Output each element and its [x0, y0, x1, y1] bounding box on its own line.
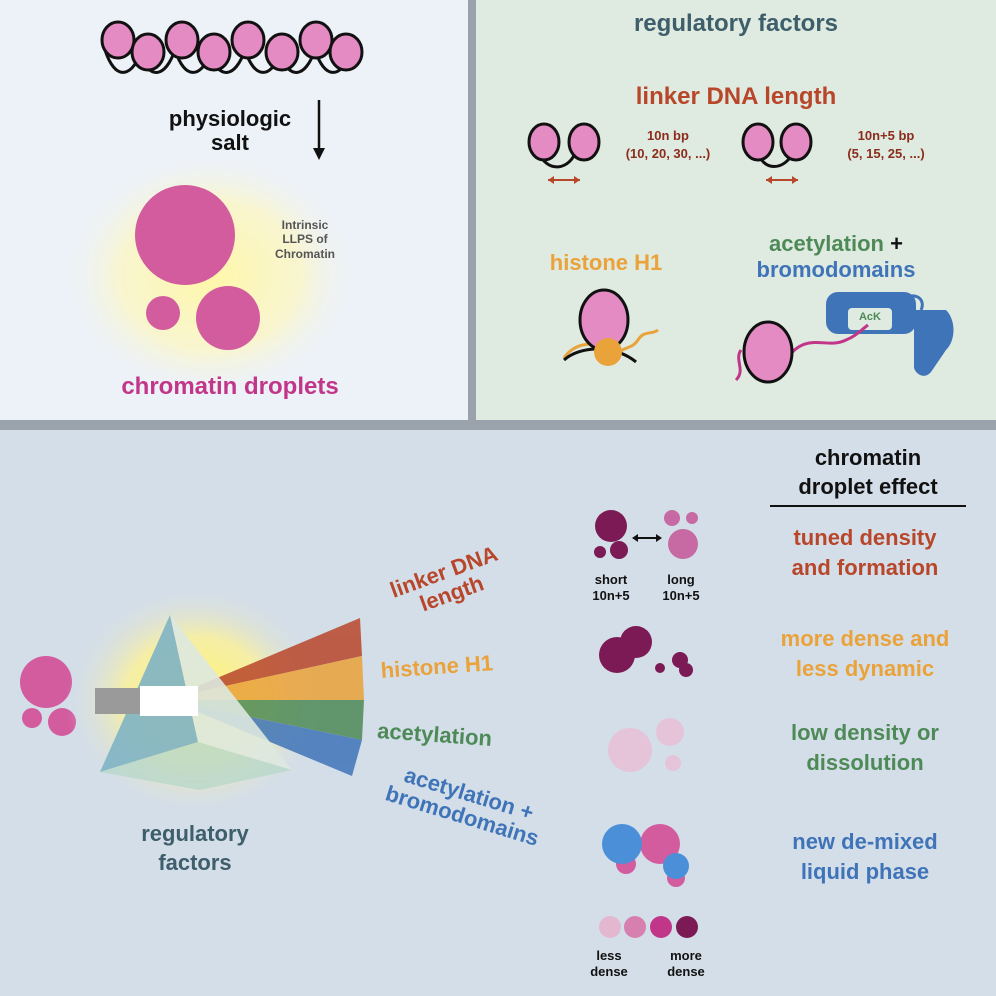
histone-h1-nucleosome-icon: [562, 288, 659, 366]
regulatory-factors-title: regulatory factors: [633, 10, 839, 37]
effect-linker-line1: tuned density: [793, 525, 937, 550]
panel-regulatory-factors: regulatory factors linker DNA length 10n…: [476, 0, 996, 420]
effect-bromo-line1: new de-mixed: [792, 829, 938, 854]
panel-droplet-effects-graphics: [20, 505, 966, 938]
linker-10n-examples: (10, 20, 30, ...): [625, 146, 711, 162]
acetylation-label: acetylation: [769, 231, 884, 256]
linker-10n5-examples: (5, 15, 25, ...): [847, 146, 925, 162]
nucleosome-pair-10n5-icon: [741, 122, 813, 184]
llps-label-line3: Chromatin: [275, 246, 335, 261]
histone-h1-label: histone H1: [549, 250, 663, 275]
salt-label-line2: salt: [211, 130, 249, 155]
effect-title-line1: chromatin: [814, 445, 922, 470]
acetylated-nucleosome-icon: [734, 320, 869, 384]
bromodomain-icon: [826, 292, 954, 376]
panel-droplet-effects: regulatory factors linker DNA length his…: [0, 430, 996, 996]
more-dense-line1: more: [670, 948, 702, 963]
effect-bromo-line2: liquid phase: [800, 858, 930, 884]
bromo-effect-droplets-icon: [602, 824, 689, 887]
llps-label-line2: LLPS of: [282, 232, 328, 247]
less-dense-line1: less: [596, 948, 622, 963]
linker-10n-label: 10n bp: [647, 128, 689, 143]
acetylation-effect-droplets-icon: [608, 718, 684, 772]
nucleosome-pair-10n-icon: [527, 122, 601, 184]
h1-effect-droplets-icon: [599, 626, 693, 677]
bromodomains-label: bromodomains: [756, 257, 916, 282]
linker-10n5-label: 10n+5 bp: [857, 128, 915, 143]
panel-regulatory-factors-graphics: [527, 122, 954, 384]
long-label: long: [667, 572, 695, 587]
long-10n5-label: 10n+5: [662, 588, 700, 604]
density-scale-icon: [599, 916, 698, 938]
effect-h1-line1: more dense and: [780, 626, 950, 651]
effect-h1-line2: less dynamic: [795, 655, 935, 681]
chromatin-droplets-label: chromatin droplets: [121, 373, 339, 400]
more-dense-line2: dense: [667, 964, 705, 980]
less-dense-line2: dense: [590, 964, 628, 980]
beam-in-prism: [140, 686, 198, 716]
short-10n5-label: 10n+5: [592, 588, 630, 604]
llps-label-line1: Intrinsic: [281, 218, 329, 232]
panel-intrinsic-llps: physiologic salt Intrinsic LLPS of Chrom…: [0, 0, 468, 420]
down-arrow-icon: [313, 100, 325, 160]
chromatin-droplets-icon: [135, 185, 260, 350]
effect-title-line2: droplet effect: [798, 473, 938, 499]
prism-label-line1: regulatory: [141, 821, 249, 846]
panel-intrinsic-llps-graphics: [60, 20, 364, 400]
chromatin-fiber-icon: [100, 20, 364, 74]
salt-label-line1: physiologic: [168, 106, 292, 131]
plus-label: +: [890, 231, 903, 256]
short-label: short: [594, 572, 628, 587]
effect-acet-line1: low density or: [791, 720, 939, 745]
linker-dna-length-title: linker DNA length: [635, 83, 837, 110]
effect-linker-line2: and formation: [791, 554, 939, 580]
ack-label: AcK: [858, 311, 881, 323]
effect-acet-line2: dissolution: [806, 749, 924, 775]
linker-effect-droplets-icon: [594, 510, 698, 559]
prism-label-line2: factors: [158, 849, 232, 875]
